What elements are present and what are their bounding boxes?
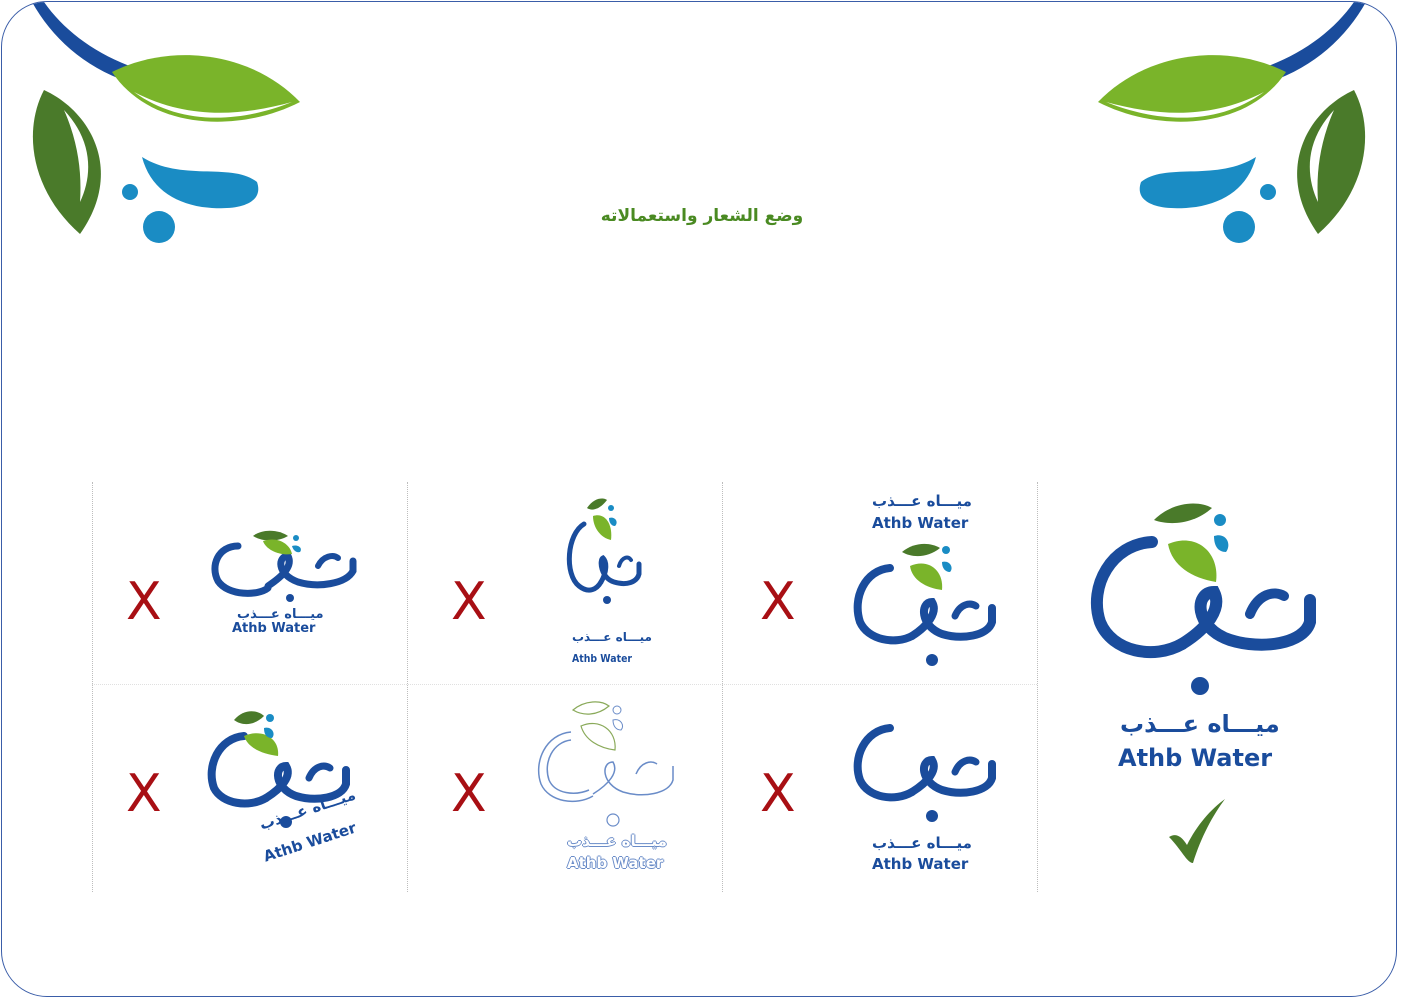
- variant-compressed: X ميـــاه عـــذب Athb Water: [407, 482, 722, 684]
- athb-logo-mark: [207, 711, 350, 828]
- logo-english-name: Athb Water: [567, 854, 664, 872]
- variant-horizontal: X ميـــاه عـــذب Athb Water: [92, 482, 407, 684]
- variant-correct: ميـــاه عـــذب Athb Water: [1042, 482, 1352, 892]
- variant-no-leaves: X ميـــاه عـــذب Athb Water: [722, 684, 1037, 892]
- athb-logo-mark: [853, 724, 996, 822]
- variant-outline: X ميـــاه عـــذب Athb Water: [407, 684, 722, 892]
- athb-logo-mark: [211, 530, 357, 602]
- logo-misuse-grid: X ميـــاه عـــذب Athb Water X: [92, 482, 1038, 892]
- correct-check-mark: [1169, 799, 1225, 863]
- grid-divider: [92, 684, 1037, 685]
- grid-divider: [407, 482, 408, 892]
- athb-logo-mark: [853, 543, 996, 666]
- grid-divider: [722, 482, 723, 892]
- incorrect-x-mark: X: [760, 572, 796, 632]
- logo-arabic-tagline: ميـــاه عـــذب: [237, 607, 324, 622]
- logo-english-name: Athb Water: [572, 652, 633, 665]
- grid-divider: [92, 482, 93, 892]
- athb-logo-mark: [566, 498, 642, 604]
- incorrect-x-mark: X: [451, 572, 487, 632]
- logo-arabic-tagline: ميـــاه عـــذب: [872, 834, 972, 852]
- logo-arabic-tagline: ميـــاه عـــذب: [872, 492, 972, 510]
- decorative-leaf-corner-right: [1098, 2, 1366, 243]
- logo-arabic-tagline: ميـــاه عـــذب: [1120, 710, 1280, 738]
- athb-logo-mark: [537, 701, 674, 827]
- incorrect-x-mark: X: [126, 572, 162, 632]
- logo-arabic-tagline: ميـــاه عـــذب: [572, 630, 652, 644]
- athb-logo-mark: [1090, 503, 1316, 695]
- incorrect-x-mark: X: [451, 764, 487, 824]
- decorative-leaf-corner-left: [32, 2, 300, 243]
- logo-english-name: Athb Water: [232, 621, 316, 636]
- grid-divider: [1037, 482, 1038, 892]
- incorrect-x-mark: X: [126, 764, 162, 824]
- incorrect-x-mark: X: [760, 764, 796, 824]
- logo-english-name: Athb Water: [872, 855, 969, 873]
- variant-text-on-top: X ميـــاه عـــذب Athb Water: [722, 482, 1037, 684]
- logo-english-name: Athb Water: [872, 514, 969, 532]
- variant-rotated-text: X ميـــاه عـــذب Athb Water: [92, 684, 407, 892]
- logo-arabic-tagline: ميـــاه عـــذب: [567, 832, 667, 850]
- page-title: وضع الشعار واستعمالاته: [600, 206, 804, 226]
- logo-english-name: Athb Water: [1118, 744, 1273, 772]
